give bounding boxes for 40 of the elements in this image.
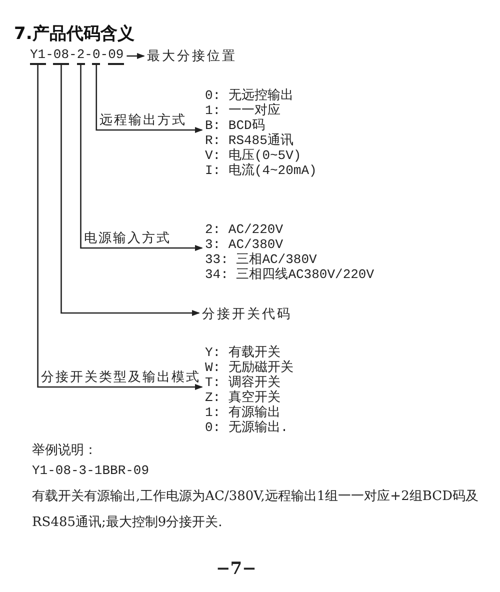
arrow: [96, 65, 203, 133]
option-text: T: 调容开关: [205, 375, 282, 390]
option-text: I: 电流(4~20mA): [205, 163, 317, 178]
edge-label: 分接开关类型及输出模式: [40, 370, 200, 385]
option-text: 0: 无远控输出: [205, 88, 294, 103]
example-code: Y1-08-3-1BBR-09: [32, 462, 150, 480]
code-segment: Y1: [30, 47, 46, 65]
option-text: V: 电压(0~5V): [205, 148, 302, 163]
code-segment: 2: [76, 47, 85, 65]
option-text: B: BCD码: [205, 118, 266, 133]
option-text: 3: AC/380V: [205, 237, 284, 252]
separator-text: -: [100, 47, 108, 62]
arrow: [126, 53, 145, 59]
arrow: [80, 65, 203, 251]
option-text: 0: 无源输出.: [205, 420, 290, 435]
option-text: 34: 三相四线AC380V/220V: [205, 267, 374, 282]
option-text: 2: AC/220V: [205, 222, 284, 237]
option-text: W: 无励磁开关: [205, 360, 294, 375]
option-text: Y: 有载开关: [205, 345, 282, 360]
edge-label: 电源输入方式: [84, 231, 171, 246]
arrow: [60, 65, 200, 316]
separator-text: -: [84, 47, 92, 62]
code-meaning-text: 分接开关代码: [202, 305, 292, 323]
code-segment: 09: [108, 47, 124, 65]
edge-label: 远程输出方式: [99, 113, 186, 128]
title: 7.产品代码含义: [14, 23, 134, 45]
code-segment: 0: [92, 47, 100, 65]
page-number: −7−: [216, 560, 256, 578]
code-meaning-text: 最大分接位置: [147, 47, 237, 65]
code-segment: 08: [53, 47, 70, 65]
separator-text: -: [46, 47, 54, 62]
option-text: 33: 三相AC/380V: [205, 252, 318, 267]
option-text: 1: 一一对应: [205, 103, 282, 118]
arrow: [37, 65, 203, 390]
example-description: 有载开关有源输出,工作电源为AC/380V,远程输出1组一一对应+2组BCD码及RS485通讯;最大控制9分接开关.: [32, 488, 480, 532]
option-text: Z: 真空开关: [205, 390, 282, 405]
separator-text: -: [69, 47, 77, 62]
note-heading: 举例说明：: [32, 442, 97, 460]
option-text: R: RS485通讯: [205, 133, 294, 148]
option-text: 1: 有源输出: [205, 405, 282, 420]
